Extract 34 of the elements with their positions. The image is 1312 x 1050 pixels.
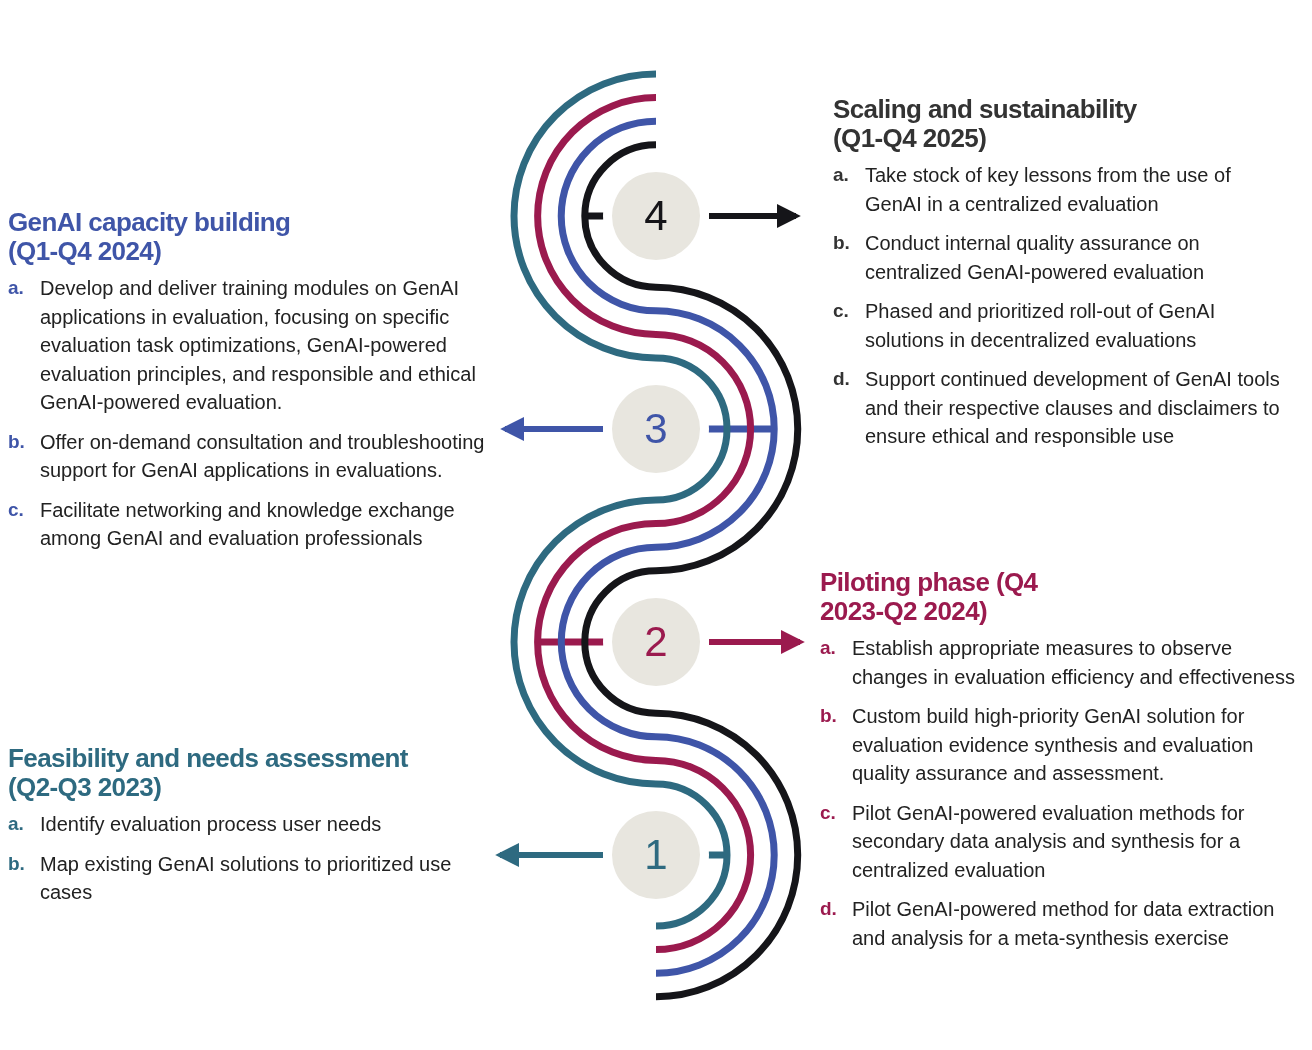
item-text: Pilot GenAI-powered evaluation methods for secondary data analysis and synthesis for a centralized evaluation	[852, 800, 1246, 883]
item-text: Support continued development of GenAI tools and their respective clauses and disclaimers to ensure ethical and responsible use	[865, 367, 1281, 449]
item-text: Establish appropriate measures to observe changes in evaluation efficiency and effectiveness	[852, 636, 1296, 690]
item-letter: c.	[8, 497, 25, 522]
phase-heading: Piloting phase (Q4 2023-Q2 2024)	[820, 568, 1039, 626]
item-letter: d.	[833, 367, 851, 391]
item-letter: a.	[8, 276, 25, 300]
item-letter: b.	[820, 704, 838, 728]
item-letter: c.	[833, 299, 850, 323]
item-text: Conduct internal quality assurance on centralized GenAI-powered evaluation	[865, 231, 1206, 285]
item-letter: b.	[8, 429, 26, 454]
phase-heading: Scaling and sustainability (Q1-Q4 2025)	[833, 95, 1138, 153]
item-letter: b.	[8, 851, 26, 876]
item-letter: c.	[820, 800, 837, 825]
arrow	[500, 417, 603, 441]
item-text: Develop and deliver training modules on GenAI applications in evaluation, focusing on specific evaluation task optimizations, GenAI-powered evaluation principles, and responsible and ethical GenAI-powered evaluation.	[40, 276, 477, 415]
item-text: Offer on-demand consultation and troubleshooting support for GenAI applications in evaluations.	[40, 429, 486, 483]
phase-heading: Feasibility and needs assessment (Q2-Q3 2023)	[8, 744, 409, 802]
arrow	[495, 843, 603, 867]
item-text: Identify evaluation process user needs	[40, 812, 382, 837]
item-letter: a.	[8, 812, 25, 836]
phase-heading: GenAI capacity building (Q1-Q4 2024)	[8, 208, 292, 266]
item-text: Pilot GenAI-powered method for data extraction and analysis for a meta-synthesis exercise	[852, 897, 1276, 951]
item-letter: a.	[820, 636, 837, 660]
item-letter: a.	[833, 163, 850, 187]
arrow	[709, 630, 805, 654]
arrow	[709, 204, 801, 228]
item-text: Map existing GenAI solutions to prioritized use cases	[40, 851, 453, 905]
item-text: Take stock of key lessons from the use of GenAI in a centralized evaluation	[865, 163, 1232, 217]
item-letter: b.	[833, 231, 851, 255]
item-text: Custom build high-priority GenAI solution for evaluation evidence synthesis and evaluation quality assurance and assessment.	[852, 704, 1255, 786]
item-text: Phased and prioritized roll-out of GenAI solutions in decentralized evaluations	[865, 299, 1217, 353]
item-text: Facilitate networking and knowledge exchange among GenAI and evaluation professionals	[40, 497, 456, 551]
item-letter: d.	[820, 897, 838, 921]
